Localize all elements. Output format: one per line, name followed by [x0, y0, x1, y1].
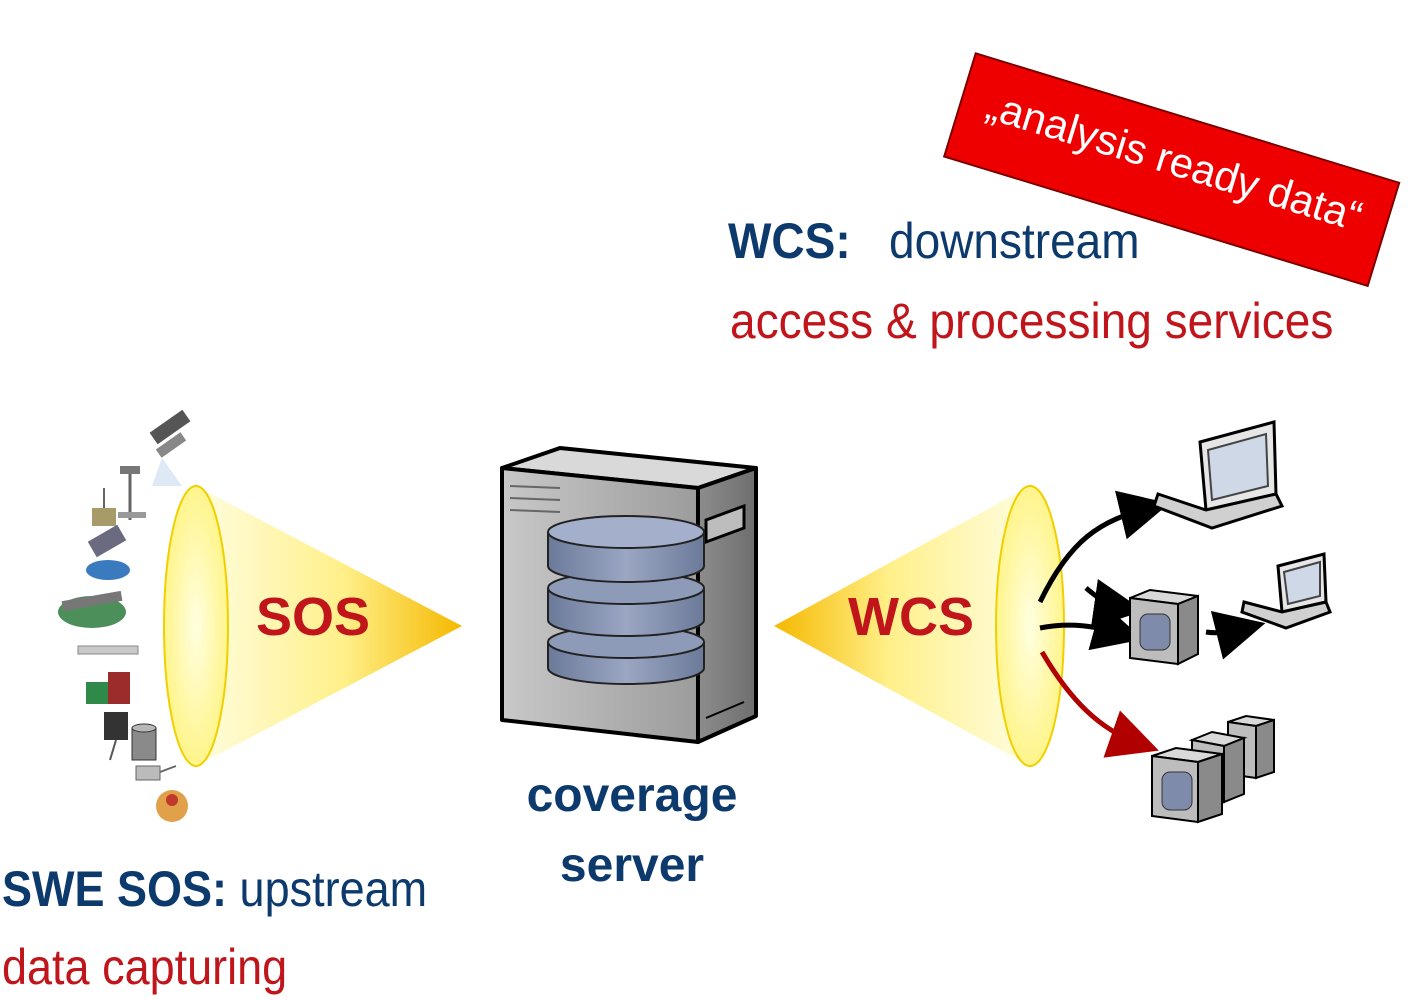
sos-upstream: upstream	[239, 861, 428, 917]
sos-title: SWE SOS:	[2, 861, 228, 917]
probe-icon	[77, 645, 139, 655]
earth-satellite-icon	[86, 524, 130, 580]
gauge-icon	[135, 765, 177, 781]
banner-shape	[942, 52, 1401, 288]
analysis-ready-banner: „analysis ready data“	[942, 52, 1401, 288]
arrow-to-server-small-b	[1039, 601, 1144, 651]
wcs-cone	[774, 485, 1065, 767]
wcs-subtitle: access & processing services	[730, 293, 1334, 349]
sos-subtitle: data capturing	[2, 939, 288, 995]
sos-cone-label: SOS	[256, 587, 371, 647]
arrows	[1037, 490, 1266, 758]
sensor-icons	[58, 409, 191, 822]
wcs-cone-label: WCS	[848, 587, 974, 647]
coverage-label: coverage	[526, 769, 738, 822]
canister-icon	[131, 723, 157, 761]
instrument-icon	[86, 672, 130, 704]
arrow-to-laptop-mid	[1205, 611, 1266, 660]
satellite-icon	[149, 409, 191, 486]
arrow-to-laptop-top	[1037, 490, 1170, 604]
sos-heading: SWE SOS: upstream	[2, 864, 427, 914]
weather-station-icon	[118, 466, 146, 520]
laptop-icon	[1240, 552, 1332, 630]
sensor-array-icon	[58, 590, 126, 628]
server-tower-icon	[1129, 588, 1199, 666]
wcs-title: WCS:	[728, 213, 851, 269]
sensor-icon	[92, 488, 116, 526]
server-cluster-icon	[1151, 714, 1275, 824]
database-icon	[547, 515, 705, 685]
wcs-downstream: downstream	[889, 213, 1140, 269]
wcs-heading: WCS: downstream	[728, 216, 1140, 266]
camera-icon	[104, 712, 128, 761]
person-icon	[156, 790, 188, 822]
server-label: server	[559, 839, 705, 892]
laptop-icon	[1152, 420, 1285, 530]
arrow-to-cluster	[1039, 650, 1159, 758]
arrow-to-server-small-a	[1084, 579, 1144, 629]
sos-cone	[163, 485, 462, 767]
